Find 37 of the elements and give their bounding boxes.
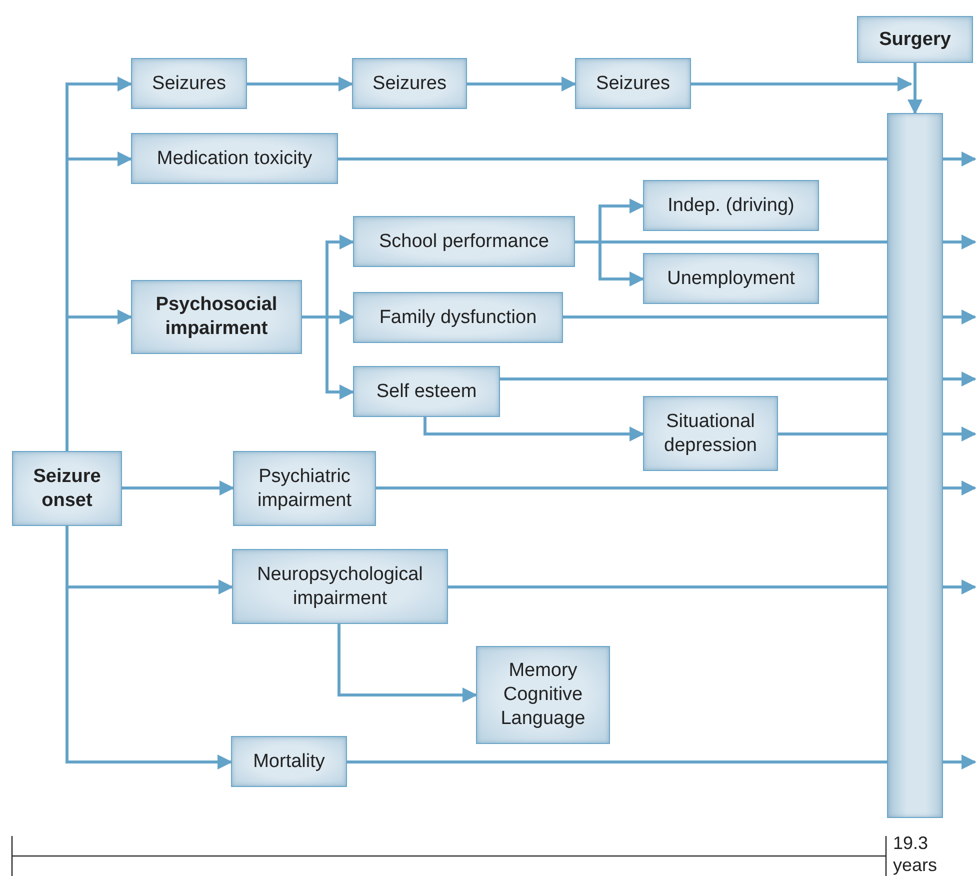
process-box: Surgery (857, 16, 973, 63)
process-box: Family dysfunction (353, 292, 563, 343)
process-box: Seizures (575, 58, 691, 109)
arrow (943, 234, 976, 250)
duration-label: 19.3 years (893, 832, 938, 876)
arrow (943, 426, 976, 442)
arrow (66, 526, 232, 770)
process-box: Psychiatric impairment (233, 451, 376, 526)
process-box: Self esteem (353, 366, 500, 417)
arrow (691, 76, 912, 92)
arrow (943, 754, 976, 770)
timeline-bar (887, 113, 943, 818)
process-box: School performance (353, 216, 575, 267)
arrow (908, 63, 922, 114)
arrow (943, 480, 976, 496)
process-box: Situational depression (643, 396, 778, 471)
arrow (467, 76, 576, 92)
arrow (943, 310, 976, 324)
process-box: Psychosocial impairment (131, 280, 302, 354)
process-box: Mortality (231, 736, 347, 787)
arrow (338, 624, 478, 702)
arrow (424, 417, 644, 442)
arrow (66, 310, 132, 451)
process-box: Seizure onset (12, 451, 122, 526)
arrow (302, 316, 354, 400)
process-box: Seizures (131, 58, 247, 109)
arrow (943, 372, 976, 386)
process-box: Indep. (driving) (643, 180, 819, 231)
arrow (122, 480, 234, 496)
process-box: Medication toxicity (131, 133, 338, 184)
arrow (247, 76, 354, 92)
process-box: Seizures (352, 58, 467, 109)
arrow (943, 152, 976, 166)
process-box: Unemployment (643, 253, 819, 304)
process-box: Neuropsychological impairment (232, 549, 448, 624)
arrow (943, 580, 976, 594)
process-box: Memory Cognitive Language (476, 646, 610, 744)
